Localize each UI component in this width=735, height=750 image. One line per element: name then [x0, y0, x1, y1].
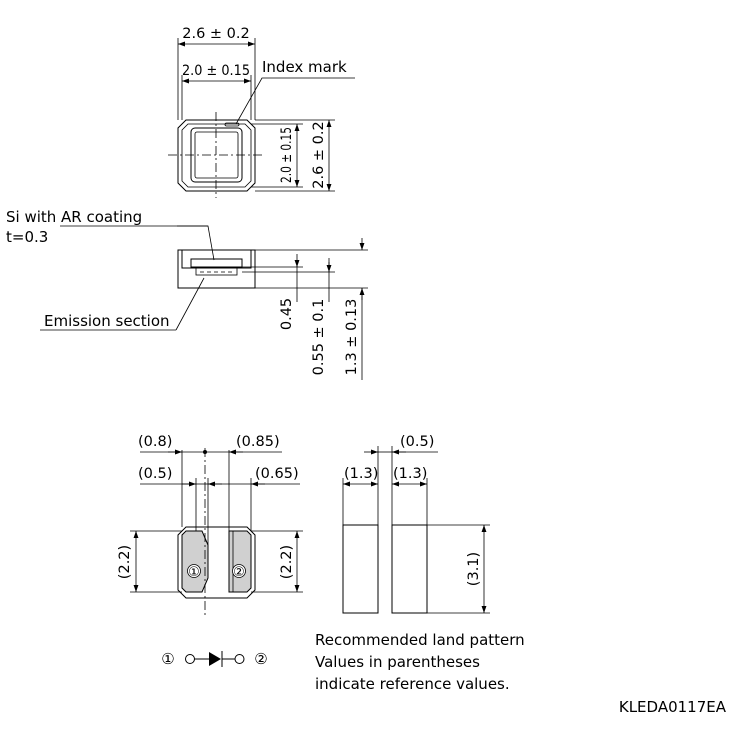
dim-13-label: 1.3 ± 0.13 [344, 299, 360, 376]
diode-symbol: ① ② [161, 650, 267, 668]
dim-055-label: 0.55 ± 0.1 [311, 299, 327, 376]
led-chip [195, 266, 238, 276]
note-line-1: Recommended land pattern [315, 631, 525, 649]
index-mark-leader [235, 77, 355, 125]
symbol-pin-1: ① [161, 650, 174, 668]
land-pad-right [391, 524, 428, 614]
land-pad-left [342, 524, 379, 614]
window-leader [177, 225, 215, 261]
note-line-2: Values in parentheses [315, 653, 480, 671]
drawing-code: KLEDA0117EA [619, 698, 727, 716]
pad-2-number: ② [233, 565, 245, 580]
symbol-pin-2: ② [254, 650, 267, 668]
dim-045-label: 0.45 [279, 298, 295, 330]
land-pattern: (0.5) (1.3) (1.3) (3.1) [342, 434, 490, 614]
bottom-view: ① ② (0.8) (0.85) (0.5) [117, 434, 303, 615]
dim-land-pad-right-label: (1.3) [393, 466, 427, 482]
dim-land-pad-left-label: (1.3) [344, 466, 378, 482]
note-line-3: indicate reference values. [315, 675, 510, 693]
dim-085-label: (0.85) [236, 434, 280, 450]
symbol-terminal-2 [234, 654, 245, 664]
top-view-body-inner [181, 123, 252, 188]
dim-08-label: (0.8) [138, 434, 172, 450]
dim-22-right-label: (2.2) [279, 545, 295, 579]
emission-leader [175, 277, 205, 331]
dim-land-gap-label: (0.5) [400, 434, 434, 450]
diode-triangle [209, 652, 221, 666]
pad-1-number: ① [188, 565, 200, 580]
dim-height-inner-label: 2.0 ± 0.15 [279, 127, 295, 183]
pad-2 [228, 530, 252, 593]
si-window-plate [190, 258, 243, 268]
symbol-terminal-1 [185, 654, 195, 664]
window-label-line2: t=0.3 [6, 228, 48, 246]
pad-1 [181, 530, 209, 593]
emission-label: Emission section [44, 312, 170, 330]
dim-065-label: (0.65) [255, 466, 299, 482]
side-view-body [177, 249, 256, 289]
pad-1-marker [187, 564, 201, 578]
top-view-body [177, 119, 256, 192]
bottom-view-body [177, 526, 256, 599]
side-view-cavity [181, 249, 252, 269]
dim-width-outer-label: 2.6 ± 0.2 [182, 26, 250, 42]
index-mark-shape [224, 122, 240, 127]
dim-land-height-label: (3.1) [466, 552, 482, 586]
dim-22-left-label: (2.2) [117, 545, 133, 579]
dim-width-inner-label: 2.0 ± 0.15 [182, 63, 250, 79]
notes: Recommended land pattern Values in paren… [315, 631, 525, 693]
top-view: 2.6 ± 0.2 2.0 ± 0.15 Index mark 2.0 ± 0.… [168, 26, 355, 198]
window-label-line1: Si with AR coating [6, 208, 142, 226]
index-mark-label: Index mark [262, 58, 347, 76]
dim-height-outer-label: 2.6 ± 0.2 [311, 121, 327, 189]
side-view: Si with AR coating t=0.3 Emission sectio… [6, 208, 368, 380]
pad-2-marker [232, 564, 246, 578]
dim-05-label: (0.5) [138, 466, 172, 482]
